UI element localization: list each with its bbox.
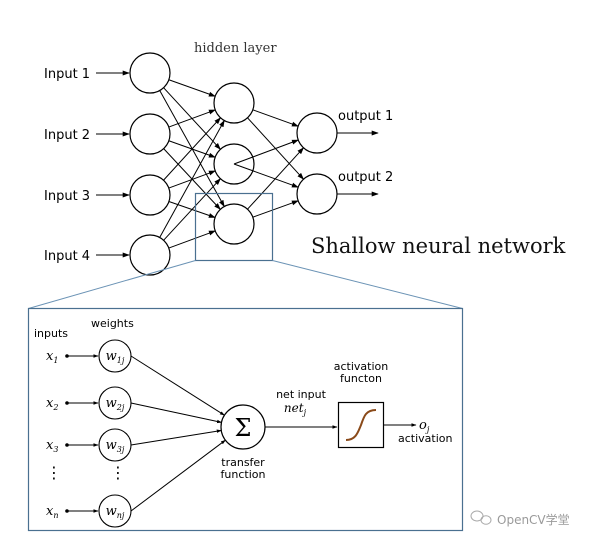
hidden-node-3 [213, 203, 255, 245]
net-input-label: net input [276, 388, 327, 401]
output-oj-label: oj [419, 418, 430, 434]
weights-label: weights [91, 317, 134, 330]
input-label-1: Input 1 [44, 67, 90, 82]
activation-function-label-1: activation [334, 360, 389, 373]
edge-hidden2-output2 [233, 163, 299, 188]
sigma-symbol: Σ [235, 414, 252, 442]
output-node-2 [296, 173, 338, 215]
edge-input1-hidden1 [168, 79, 216, 97]
input-node-1 [129, 52, 171, 94]
edge-input4-hidden3 [168, 230, 216, 249]
network-nodes [129, 52, 338, 276]
input-node-4 [129, 234, 171, 276]
weight-label: w3j [106, 438, 125, 454]
w-ellipsis: ⋮ [110, 463, 126, 482]
edge-input3-hidden1 [163, 117, 221, 181]
network-edges [96, 70, 379, 258]
watermark-text: OpenCV学堂 [497, 512, 570, 527]
hidden-node-1 [213, 82, 255, 124]
net-j-label: netj [284, 401, 307, 417]
output-label-2: output 2 [338, 170, 393, 185]
hidden-node-2 [213, 143, 255, 185]
x-input-label: x3 [46, 438, 58, 454]
neuron-input-row: x3 w3j [46, 428, 222, 462]
neuron-input-row: x2 w2j [46, 386, 222, 424]
weight-label: w2j [106, 396, 125, 412]
edge-hidden3-output2 [252, 200, 299, 218]
zoom-region-box [194, 192, 274, 262]
input-label-3: Input 3 [44, 189, 90, 204]
weight-to-sum-arrow [130, 429, 222, 446]
neuron-detail-box [27, 307, 464, 532]
zoom-projection-line-left [28, 260, 196, 309]
edge-input4-hidden2 [163, 178, 221, 241]
transfer-function-label-1: transfer [221, 456, 265, 469]
x-input-label: xn [46, 504, 59, 520]
wechat-icon [470, 510, 492, 525]
neuron-input-rows: x1 w1j x2 w2j x3 w3j xn wnj [46, 339, 226, 528]
input-label-4: Input 4 [44, 249, 90, 264]
weight-label: w1j [106, 349, 125, 365]
input-node-3 [129, 174, 171, 216]
transfer-function-label-2: function [221, 468, 266, 481]
weight-to-sum-arrow [130, 439, 226, 512]
watermark: OpenCV学堂 [470, 510, 570, 527]
edge-hidden2-output1 [233, 139, 299, 165]
weight-label: wnj [106, 504, 125, 520]
neuron-input-row: x1 w1j [46, 339, 225, 416]
weight-to-sum-arrow [130, 355, 225, 416]
edge-hidden1-output1 [252, 109, 299, 127]
x-ellipsis: ⋮ [46, 463, 62, 482]
zoom-projection-line-right [272, 260, 463, 309]
x-input-label: x1 [46, 349, 58, 365]
input-node-2 [129, 113, 171, 155]
input-label-2: Input 2 [44, 128, 90, 143]
edge-hidden3-output1 [247, 147, 304, 210]
activation-function-label-2: functon [340, 372, 382, 385]
x-input-label: x2 [46, 396, 58, 412]
neuron-input-row: xn wnj [46, 439, 226, 528]
inputs-label: inputs [34, 327, 68, 340]
edge-input4-hidden1 [159, 119, 225, 238]
weight-to-sum-arrow [130, 402, 222, 424]
hidden-layer-label: hidden layer [194, 41, 277, 56]
output-label-1: output 1 [338, 109, 393, 124]
diagram-title: Shallow neural network [311, 234, 566, 258]
activation-output-label: activation [398, 432, 453, 445]
output-node-1 [296, 112, 338, 154]
edge-input2-hidden1 [168, 109, 216, 128]
sigmoid-curve-icon [345, 409, 377, 441]
